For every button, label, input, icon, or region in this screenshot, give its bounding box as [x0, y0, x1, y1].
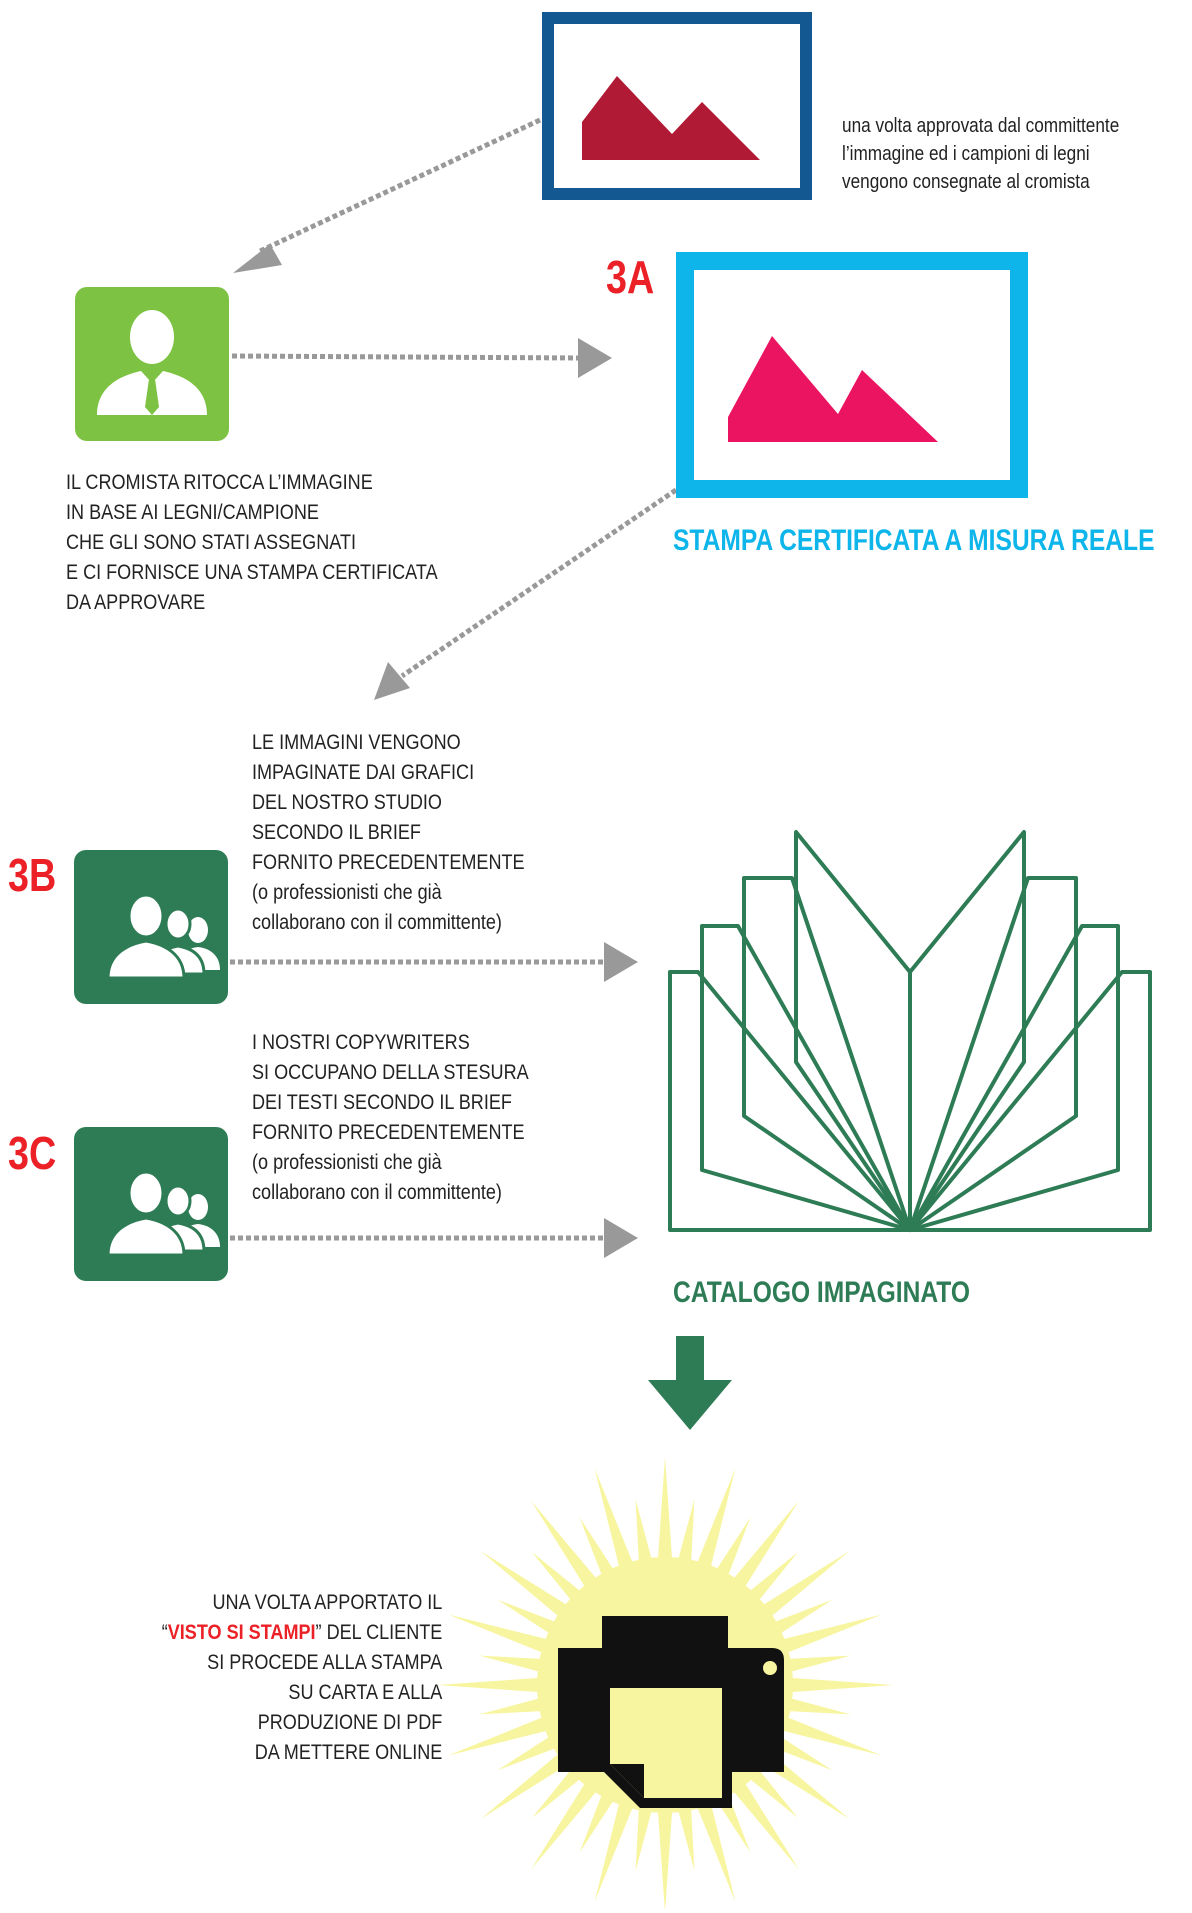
catalog-illustration — [660, 820, 1160, 1240]
connector-1-to-cromista — [233, 117, 542, 273]
person-tie-icon — [97, 310, 207, 415]
open-book-icon — [668, 830, 1152, 1232]
cromista-badge — [75, 287, 229, 441]
burst-ray — [722, 1768, 800, 1870]
step3c-description: I NOSTRI COPYWRITERS SI OCCUPANO DELLA S… — [252, 1031, 529, 1204]
burst-ray — [480, 1550, 582, 1628]
visto-si-stampi-highlight: VISTO SI STAMPI — [167, 1621, 316, 1644]
burst-ray — [530, 1500, 608, 1602]
designers-badge — [74, 850, 228, 1004]
burst-ray — [766, 1711, 882, 1756]
connector-3c-to-catalog — [230, 1218, 638, 1258]
catalog-caption: CATALOGO IMPAGINATO — [673, 1276, 971, 1309]
burst-ray — [656, 1457, 674, 1576]
burst-ray — [722, 1500, 800, 1602]
burst-ray — [448, 1614, 564, 1659]
step1-description: una volta approvata dal committente l’im… — [842, 115, 1120, 193]
print-burst — [430, 1430, 900, 1913]
image-icon — [542, 12, 812, 200]
image-frame-approved — [542, 12, 812, 200]
burst-ray — [448, 1711, 564, 1756]
group-people-icon — [106, 893, 220, 980]
step-3b-label: 3B — [8, 849, 57, 901]
final-description: UNA VOLTA APPORTATO IL “VISTO SI STAMPI”… — [161, 1591, 442, 1764]
burst-ray — [530, 1768, 608, 1870]
connector-3b-to-catalog — [230, 942, 638, 982]
burst-ray — [774, 1676, 893, 1694]
connector-3a-to-3b — [374, 487, 678, 700]
burst-ray — [594, 1468, 639, 1584]
copywriters-badge — [74, 1127, 228, 1281]
burst-ray — [691, 1786, 736, 1902]
connector-cromista-to-3a — [231, 338, 612, 378]
burst-ray — [480, 1742, 582, 1820]
cromista-description: IL CROMISTA RITOCCA L’IMMAGINE IN BASE A… — [66, 471, 438, 614]
step3b-description: LE IMMAGINI VENGONO IMPAGINATE DAI GRAFI… — [252, 731, 525, 934]
certified-print-frame — [676, 252, 1028, 498]
group-people-icon — [106, 1170, 220, 1257]
burst-ray — [656, 1794, 674, 1913]
printer-icon — [437, 1457, 893, 1913]
image-icon — [676, 252, 1028, 498]
burst-ray — [594, 1786, 639, 1902]
visto-si-stampi-line: “VISTO SI STAMPI” DEL CLIENTE — [161, 1621, 442, 1644]
burst-ray — [437, 1676, 556, 1694]
step-3a-label: 3A — [606, 251, 655, 303]
burst-ray — [748, 1550, 850, 1628]
burst-ray — [691, 1468, 736, 1584]
burst-ray — [766, 1614, 882, 1659]
down-arrow-icon — [648, 1336, 732, 1430]
step-3c-label: 3C — [8, 1127, 57, 1179]
certified-print-caption: STAMPA CERTIFICATA A MISURA REALE — [673, 524, 1155, 557]
